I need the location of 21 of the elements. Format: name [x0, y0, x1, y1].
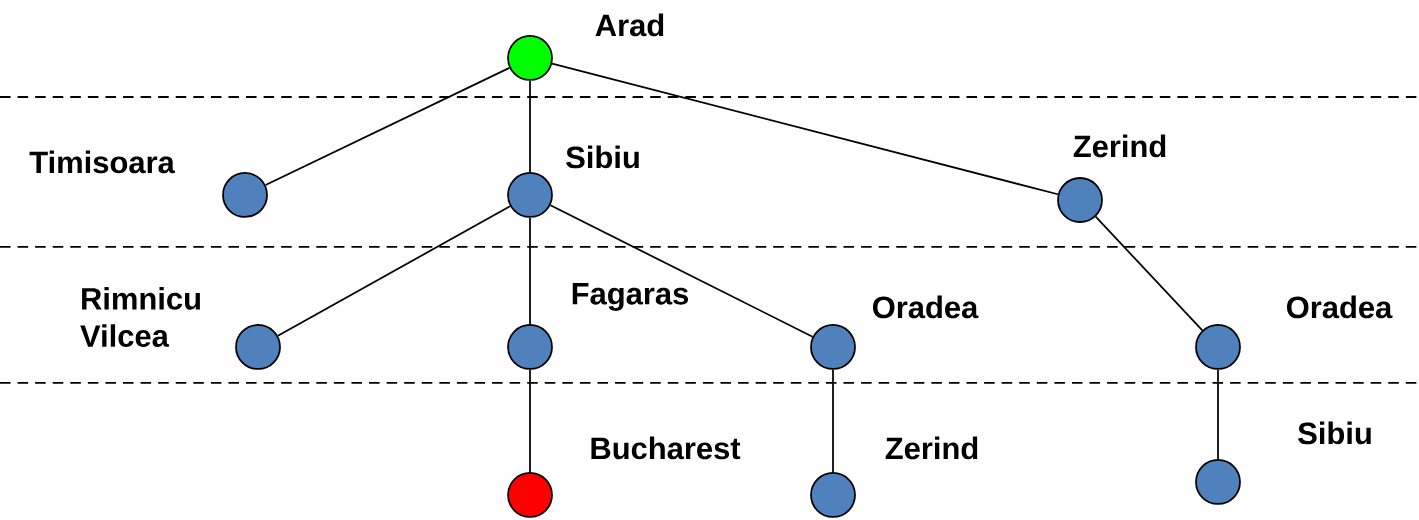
city-label: Bucharest [591, 436, 741, 460]
city-label: Sibiu [1298, 421, 1371, 445]
city-label: Fagaras [572, 283, 689, 311]
city-label: Zerind [885, 436, 978, 460]
city-label: Rimnicu Vilcea [80, 287, 200, 347]
city-label: Timisoara [29, 150, 175, 174]
tree-edge [264, 67, 511, 186]
tree-edge [529, 80, 531, 173]
city-label: Sibiu [566, 145, 639, 169]
tree-edge [549, 204, 814, 338]
city-label: Arad [595, 13, 664, 37]
tree-edge [1217, 369, 1219, 460]
city-label: Oradea [1286, 295, 1393, 319]
tree-edge [832, 369, 834, 473]
tree-edge [529, 369, 531, 473]
tree-edge [529, 217, 531, 325]
tree-edge [1094, 215, 1204, 332]
tree-edge [277, 205, 511, 337]
tree-edge [551, 62, 1059, 196]
city-label: Oradea [873, 295, 979, 319]
city-label: Zerind [1073, 134, 1166, 158]
